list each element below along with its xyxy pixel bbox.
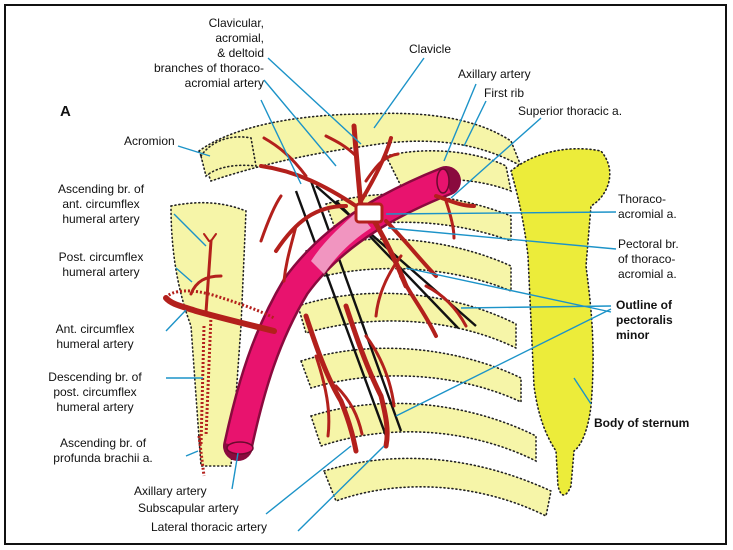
figure-letter: A — [60, 104, 71, 119]
label-clavicle: Clavicle — [409, 42, 451, 57]
label-thoraco-acromial: Thoraco- acromial a. — [618, 192, 677, 222]
label-axillary-artery-bottom: Axillary artery — [134, 484, 207, 499]
label-post-circumflex: Post. circumflex humeral artery — [26, 250, 176, 280]
label-lateral-thoracic-artery: Lateral thoracic artery — [151, 520, 267, 535]
label-subscapular-artery: Subscapular artery — [138, 501, 239, 516]
label-axillary-artery-top: Axillary artery — [458, 67, 531, 82]
rib-7 — [324, 458, 551, 516]
label-pectoral-branch: Pectoral br. of thoraco- acromial a. — [618, 237, 679, 282]
label-pectoralis-minor: Outline of pectoralis minor — [616, 298, 673, 343]
rib-4 — [298, 293, 516, 348]
label-branches: Clavicular, acromial, & deltoid branches… — [124, 16, 264, 91]
label-ascending-profunda: Ascending br. of profunda brachii a. — [28, 436, 178, 466]
label-first-rib: First rib — [484, 86, 524, 101]
label-descending-post-circumflex: Descending br. of post. circumflex humer… — [20, 370, 170, 415]
rib-5 — [301, 348, 521, 402]
thoraco-acromial-origin — [356, 204, 382, 222]
label-body-of-sternum: Body of sternum — [594, 416, 689, 431]
figure-frame: A Clavicular, acromial, & deltoid branch… — [4, 4, 727, 545]
label-ant-circumflex: Ant. circumflex humeral artery — [20, 322, 170, 352]
label-acromion: Acromion — [124, 134, 175, 149]
label-ascending-ant-circumflex: Ascending br. of ant. circumflex humeral… — [26, 182, 176, 227]
label-superior-thoracic: Superior thoracic a. — [518, 104, 622, 119]
